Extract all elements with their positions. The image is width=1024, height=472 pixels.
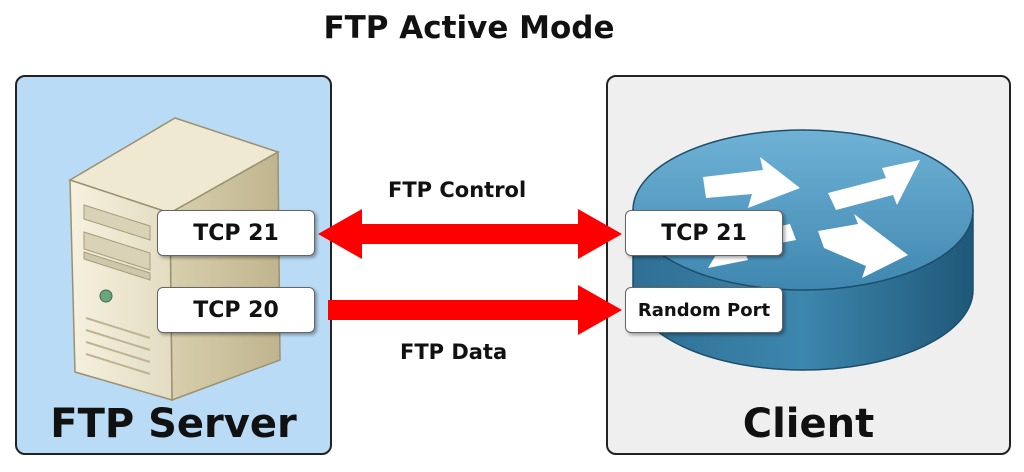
data-connection-label: FTP Data [400,340,508,364]
control-arrow [318,209,622,259]
diagram-title: FTP Active Mode [323,10,615,46]
data-arrow [328,285,622,335]
client-data-port: Random Port [625,287,783,333]
server-data-port: TCP 20 [157,287,315,333]
server-control-port: TCP 21 [157,210,315,256]
client-control-port: TCP 21 [625,210,783,256]
client-label: Client [742,401,875,447]
control-connection-label: FTP Control [388,178,527,202]
server-label: FTP Server [50,401,297,447]
server-tower-icon [68,117,281,402]
